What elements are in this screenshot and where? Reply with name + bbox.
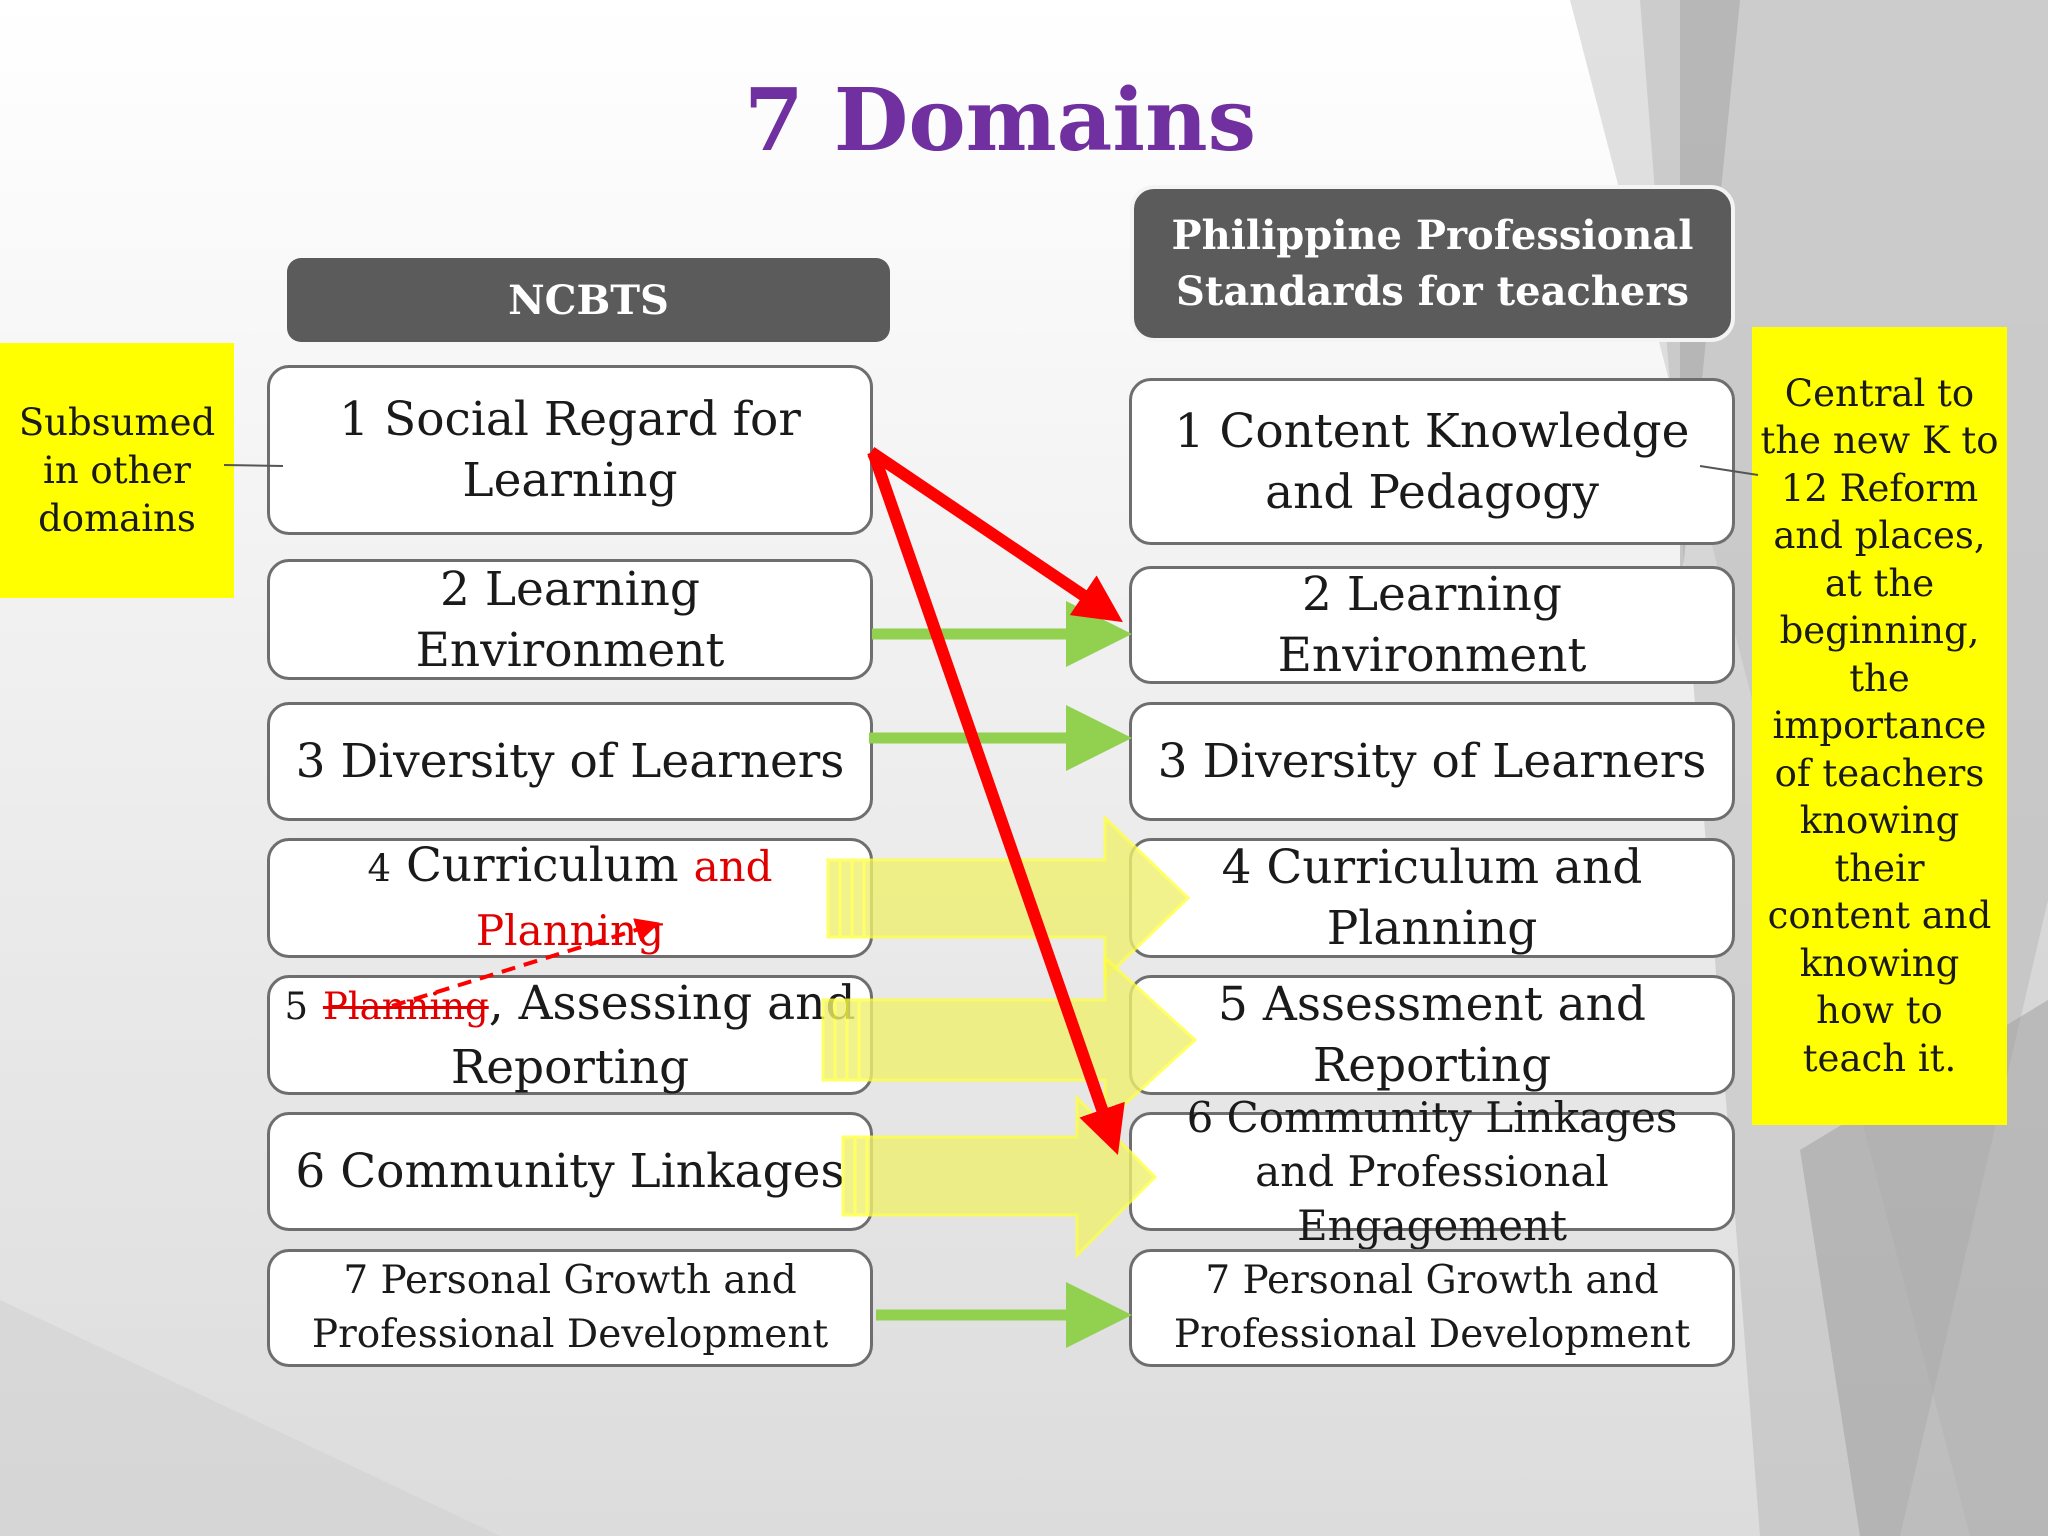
domain-label: 7 Personal Growth and Professional Devel… [1173,1258,1691,1357]
ncbts-header: NCBTS [287,258,890,342]
ncbts-domain-3: 3 Diversity of Learners [267,702,873,821]
domain-label-composite: 4 Curriculum and Planning [280,835,860,961]
ppst-domain-5: 5 Assessment and Reporting [1129,975,1735,1095]
domain-label: 7 Personal Growth and Professional Devel… [311,1258,829,1357]
domain-label: 2 Learning Environment [415,561,725,678]
ncbts-domain-2: 2 Learning Environment [267,559,873,680]
domain-label: 3 Diversity of Learners [295,734,845,789]
ppst-header: Philippine Professional Standards for te… [1130,185,1735,342]
ncbts-domain-4: 4 Curriculum and Planning [267,838,873,958]
ncbts-domain-6: 6 Community Linkages [267,1112,873,1231]
note-text: Subsumed in other domains [18,400,216,540]
domain-label: 6 Community Linkages [295,1144,845,1199]
domain-label: 1 Content Knowledge and Pedagogy [1174,403,1690,520]
domain-main-text: Curriculum [405,838,679,893]
note-text: Central to the new K to 12 Reform and pl… [1760,371,1999,1080]
domain-label: 5 Assessment and Reporting [1218,977,1646,1093]
domain-label-composite: 5 Planning, Assessing and Reporting [280,973,860,1098]
ncbts-domain-1: 1 Social Regard for Learning [267,365,873,535]
ncbts-domain-5: 5 Planning, Assessing and Reporting [267,975,873,1095]
domain-number: 4 [367,847,391,890]
note-central: Central to the new K to 12 Reform and pl… [1752,327,2007,1125]
domain-number: 5 [284,984,308,1028]
struck-text: Planning [322,984,489,1028]
ppst-domain-7: 7 Personal Growth and Professional Devel… [1129,1249,1735,1367]
ppst-domain-2: 2 Learning Environment [1129,566,1735,684]
domain-label: 4 Curriculum and Planning [1221,840,1643,956]
ppst-domain-6: 6 Community Linkages and Professional En… [1129,1093,1735,1250]
domain-label: 6 Community Linkages and Professional En… [1186,1092,1678,1250]
ppst-domain-3: 3 Diversity of Learners [1129,702,1735,821]
ppst-domain-1: 1 Content Knowledge and Pedagogy [1129,378,1735,545]
domain-label: 3 Diversity of Learners [1157,734,1707,789]
ncbts-domain-7: 7 Personal Growth and Professional Devel… [267,1249,873,1367]
domain-label: 1 Social Regard for Learning [339,392,801,508]
page-title: 7 Domains [743,70,1257,171]
note-subsumed: Subsumed in other domains [0,343,234,598]
domain-main-text: , Assessing and Reporting [450,975,856,1095]
domain-label: 2 Learning Environment [1277,567,1587,683]
ppst-domain-4: 4 Curriculum and Planning [1129,838,1735,958]
